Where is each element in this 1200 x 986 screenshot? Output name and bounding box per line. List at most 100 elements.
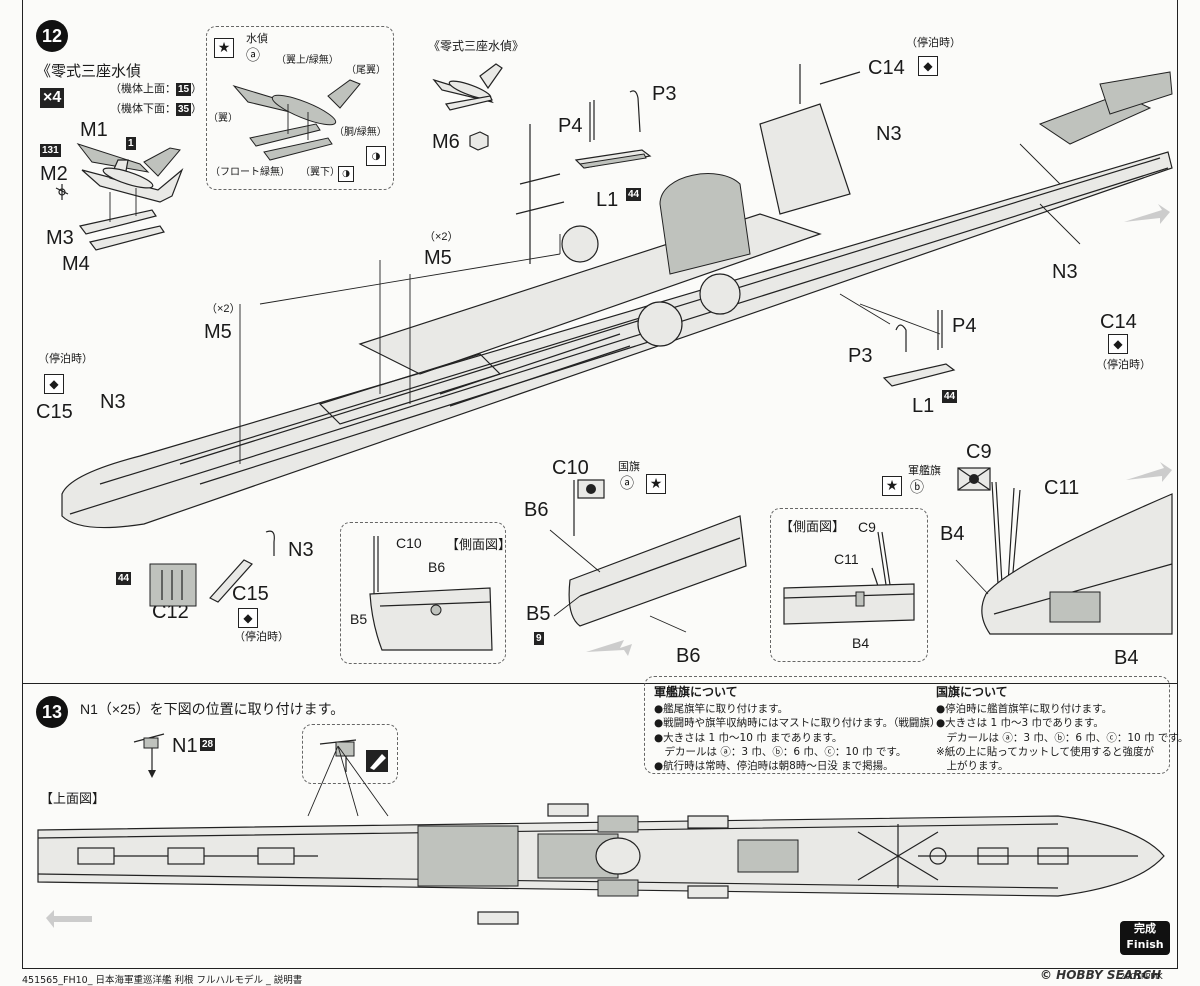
star-decal-icon-3: ★ <box>882 476 902 496</box>
side-view-drawing-2 <box>783 531 915 625</box>
part-m4-label: M4 <box>62 253 90 275</box>
side-view-drawing-1 <box>369 536 493 651</box>
marking-inset-box <box>206 26 394 190</box>
bow-detail-drawing <box>549 479 747 633</box>
part-l1-label-top: L1 <box>596 189 619 211</box>
footer-text: 451565_FH10_ 日本海軍重巡洋艦 利根 フルハルモデル _ 説明書 <box>22 975 303 986</box>
stern-detail-drawing <box>955 467 1173 635</box>
part-m2-label: M2 <box>40 163 68 185</box>
part-p3-label-top: P3 <box>652 83 677 105</box>
side-view-c9: C9 <box>858 519 876 535</box>
moored-icon-4: ◆ <box>238 608 258 628</box>
n1-gun-part-drawing <box>133 733 165 778</box>
part-m6-label: M6 <box>432 131 460 153</box>
side-view-b4: B4 <box>852 635 870 651</box>
notes-box <box>644 676 1170 774</box>
national-flag-mark-a: ⓐ <box>620 475 634 491</box>
side-view-title-1: 【側面図】 <box>446 537 512 552</box>
part-p3-label-mid: P3 <box>848 345 873 367</box>
step-13-badge: 13 <box>36 696 68 728</box>
hinomaru-decal-icon: ◑ <box>366 146 386 166</box>
part-n1-label: N1 <box>172 735 198 757</box>
part-m1-code: 1 <box>126 137 136 150</box>
naval-ensign-mark-b: ⓑ <box>910 479 924 495</box>
moored-label-c15-left: （停泊時） <box>38 353 93 365</box>
moored-icon-1: ◆ <box>918 56 938 76</box>
part-l1-label-mid: L1 <box>912 395 935 417</box>
top-view-title: 【上面図】 <box>40 791 106 806</box>
direction-arrow-right <box>1126 462 1172 482</box>
part-c15-label-bottom: C15 <box>232 583 269 605</box>
m5-qty-right: （×2） <box>424 231 459 243</box>
step-12-badge: 12 <box>36 20 68 52</box>
part-p4-label-top: P4 <box>558 115 583 137</box>
part-l1-code-top: 44 <box>626 188 642 201</box>
side-view-c10: C10 <box>396 535 422 551</box>
c12-c15-parts-drawing <box>149 530 275 607</box>
note-naval-ensign: 軍艦旗について ●艦尾旗竿に取り付けます。 ●戦闘時や旗竿収納時にはマストに取り… <box>654 685 941 772</box>
part-m5-label-left: M5 <box>204 321 232 343</box>
direction-arrow-left-2 <box>46 910 92 928</box>
color-top-label: （機体上面：15） <box>110 83 203 96</box>
n1-detail-box <box>302 724 398 784</box>
part-c14-label-top: C14 <box>868 57 905 79</box>
inset-wing: （翼） <box>208 113 238 124</box>
note-national-flag: 国旗について ●停泊時に艦首旗竿に取り付けます。 ●大きさは 1 巾〜3 巾であ… <box>936 685 1189 772</box>
launch-boat-top-drawing <box>574 90 652 169</box>
side-view-b6: B6 <box>428 559 446 575</box>
direction-arrow-left <box>586 640 632 656</box>
part-b4-label-top: B4 <box>940 523 965 545</box>
side-view-title-2: 【側面図】 <box>780 519 846 534</box>
naval-ensign-label: 軍艦旗 <box>908 465 941 477</box>
star-decal-icon-2: ★ <box>646 474 666 494</box>
plane-title: 《零式三座水偵 <box>36 63 142 80</box>
side-view-box-2 <box>770 508 928 662</box>
watermark: © HOBBY SEARCH <box>1040 968 1162 982</box>
part-c15-label-left: C15 <box>36 401 73 423</box>
finish-badge: 完成 Finish <box>1120 921 1170 955</box>
inset-seaplane-drawing <box>232 79 361 161</box>
part-n3-label-top: N3 <box>876 123 902 145</box>
side-view-c11: C11 <box>834 551 859 567</box>
part-b4-label-bottom: B4 <box>1114 647 1139 669</box>
part-n3-label-left: N3 <box>100 391 126 413</box>
direction-arrow-right-2 <box>1124 204 1170 224</box>
inset-fuselage: （胴/緑無） <box>334 127 387 138</box>
page-frame <box>22 0 1178 969</box>
part-b6-label-top: B6 <box>524 499 549 521</box>
part-m3-label: M3 <box>46 227 74 249</box>
part-m5-label-right: M5 <box>424 247 452 269</box>
step-13-instruction: N1（×25）を下図の位置に取り付けます。 <box>80 701 345 717</box>
moored-label-c14-right: （停泊時） <box>1096 359 1151 371</box>
n1-detail-drawing <box>319 739 388 772</box>
moored-icon-3: ◆ <box>44 374 64 394</box>
moored-label-c15-bottom: （停泊時） <box>234 631 289 643</box>
side-view-b5: B5 <box>350 611 368 627</box>
inset-float: （フロート緑無） <box>210 167 290 178</box>
part-m2-code: 131 <box>40 144 61 157</box>
inset-wing-bottom: （翼下） <box>300 167 340 178</box>
moored-label-c14-top: （停泊時） <box>906 37 961 49</box>
footer-code: 20C1PPMK <box>1120 972 1163 981</box>
part-n3-label-right: N3 <box>1052 261 1078 283</box>
part-b6-label-bottom: B6 <box>676 645 701 667</box>
launch-boat-mid-drawing <box>882 310 956 387</box>
inset-recon-label: 水偵 <box>246 33 268 45</box>
part-b5-code: 9 <box>534 632 544 645</box>
part-l1-code-mid: 44 <box>942 390 958 403</box>
ship-top-view-drawing <box>37 745 1165 925</box>
inset-wing-top: （翼上/緑無） <box>276 55 339 66</box>
side-view-box-1 <box>340 522 506 664</box>
part-c14-label-right: C14 <box>1100 311 1137 333</box>
part-b5-label: B5 <box>526 603 551 625</box>
national-flag-label: 国旗 <box>618 461 640 473</box>
part-m1-label: M1 <box>80 119 108 141</box>
part-m6-block <box>469 131 489 151</box>
step-divider <box>22 683 1178 684</box>
part-c10-label: C10 <box>552 457 589 479</box>
seaplane-exploded-drawing <box>55 143 184 251</box>
part-n3-label-bottom: N3 <box>288 539 314 561</box>
plane-quantity: ×4 <box>40 88 65 108</box>
part-c12-code: 44 <box>116 572 132 585</box>
seaplane-small-drawing <box>432 63 503 111</box>
